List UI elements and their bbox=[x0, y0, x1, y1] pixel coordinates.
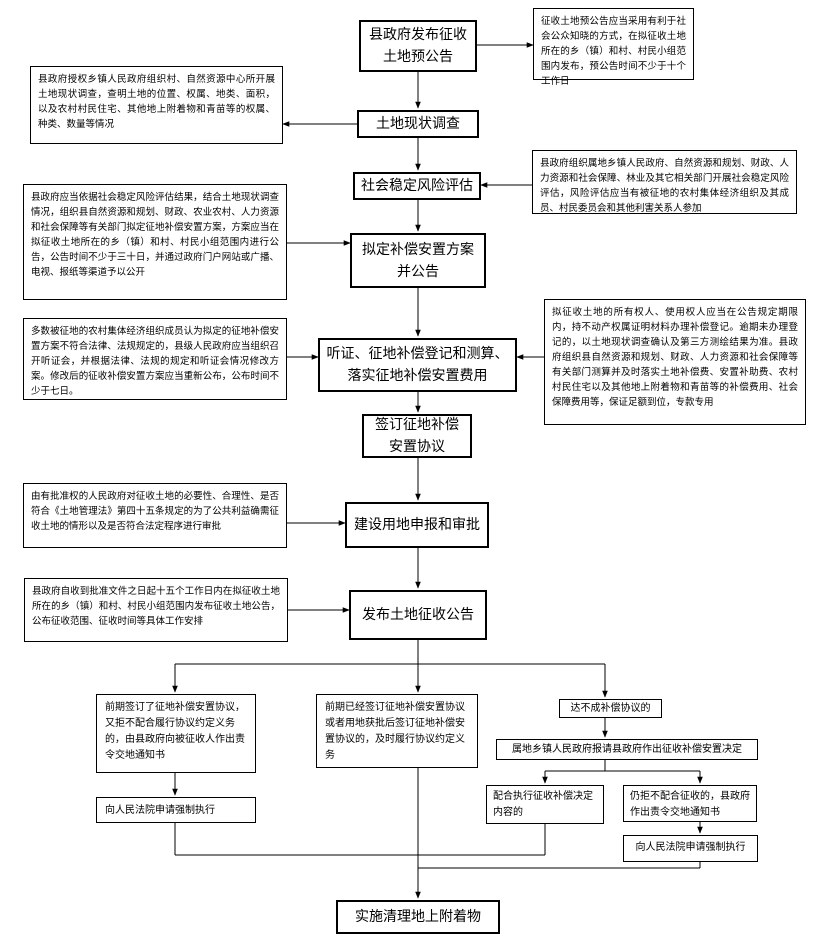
step-risk-assessment: 社会稳定风险评估 bbox=[353, 172, 481, 200]
branch-right-court-text: 向人民法院申请强制执行 bbox=[635, 842, 746, 853]
step-compensation-plan-label: 拟定补偿安置方案 并公告 bbox=[362, 241, 474, 280]
step-clear-attachments-label: 实施清理地上附着物 bbox=[355, 909, 481, 925]
note-pre-announcement: 征收土地预公告应当采用有利于社会公众知晓的方式，在拟征收土地所在的乡（镇）和村、… bbox=[533, 8, 694, 87]
note-compensation-plan-text: 县政府应当依据社会稳定风险评估结果，结合土地现状调查情况，组织县自然资源和规划、… bbox=[31, 192, 279, 278]
branch-decision: 属地乡镇人民政府报请县政府作出征收补偿安置决定 bbox=[496, 739, 758, 760]
branch-refuse-agreement-text: 前期签订了征地补偿安置协议，又拒不配合履行协议约定义务的，由县政府向被征收人作出… bbox=[105, 702, 245, 761]
step-risk-assessment-label: 社会稳定风险评估 bbox=[361, 178, 473, 194]
note-land-application: 由有批准权的人民政府对征收土地的必要性、合理性、是否符合《土地管理法》第四十五条… bbox=[23, 483, 287, 548]
step-land-survey: 土地现状调查 bbox=[357, 110, 479, 138]
branch-decision-text: 属地乡镇人民政府报请县政府作出征收补偿安置决定 bbox=[512, 744, 742, 755]
step-clear-attachments: 实施清理地上附着物 bbox=[336, 900, 500, 934]
branch-no-agreement-text: 达不成补偿协议的 bbox=[570, 703, 651, 714]
step-sign-agreement: 签订征地补偿 安置协议 bbox=[362, 414, 472, 458]
note-expropriation-announcement: 县政府自收到批准文件之日起十五个工作日内在拟征收土地所在的乡（镇）和村、村民小组… bbox=[24, 578, 288, 642]
note-risk-assessment: 县政府组织属地乡镇人民政府、自然资源和规划、财政、人力资源和社会保障、林业及其它… bbox=[532, 150, 797, 214]
note-pre-announcement-text: 征收土地预公告应当采用有利于社会公众知晓的方式，在拟征收土地所在的乡（镇）和村、… bbox=[541, 16, 686, 87]
note-risk-assessment-text: 县政府组织属地乡镇人民政府、自然资源和规划、财政、人力资源和社会保障、林业及其它… bbox=[540, 158, 789, 214]
step-pre-announcement: 县政府发布征收 土地预公告 bbox=[359, 20, 477, 72]
branch-refuse-agreement: 前期签订了征地补偿安置协议，又拒不配合履行协议约定义务的，由县政府向被征收人作出… bbox=[96, 694, 256, 773]
note-hearing: 多数被征地的农村集体经济组织成员认为拟定的征地补偿安置方案不符合法律、法规规定的… bbox=[23, 318, 287, 400]
note-registration-text: 拟征收土地的所有权人、使用权人应当在公告规定期限内，持不动产权属证明材料办理补偿… bbox=[552, 307, 798, 408]
branch-no-agreement: 达不成补偿协议的 bbox=[559, 699, 662, 718]
note-registration: 拟征收土地的所有权人、使用权人应当在公告规定期限内，持不动产权属证明材料办理补偿… bbox=[544, 299, 806, 425]
branch-right-court: 向人民法院申请强制执行 bbox=[623, 835, 758, 862]
branch-comply-decision: 配合执行征收补偿决定内容的 bbox=[486, 785, 604, 824]
branch-left-court-text: 向人民法院申请强制执行 bbox=[105, 805, 215, 816]
step-land-application-label: 建设用地申报和审批 bbox=[354, 517, 480, 533]
step-land-application: 建设用地申报和审批 bbox=[345, 502, 489, 548]
branch-still-refuse-text: 仍拒不配合征收的，县政府作出责令交地通知书 bbox=[630, 791, 750, 818]
branch-still-refuse: 仍拒不配合征收的，县政府作出责令交地通知书 bbox=[623, 785, 757, 822]
note-hearing-text: 多数被征地的农村集体经济组织成员认为拟定的征地补偿安置方案不符合法律、法规规定的… bbox=[31, 326, 279, 397]
step-expropriation-announcement: 发布土地征收公告 bbox=[349, 590, 487, 640]
branch-fulfil-agreement: 前期已经签订征地补偿安置协议或者用地获批后签订征地补偿安置协议的，及时履行协议约… bbox=[316, 694, 478, 768]
note-land-application-text: 由有批准权的人民政府对征收土地的必要性、合理性、是否符合《土地管理法》第四十五条… bbox=[31, 491, 279, 532]
step-hearing-registration-label: 听证、征地补偿登记和测算、 落实征地补偿安置费用 bbox=[326, 346, 509, 384]
step-hearing-registration: 听证、征地补偿登记和测算、 落实征地补偿安置费用 bbox=[318, 338, 517, 392]
step-expropriation-announcement-label: 发布土地征收公告 bbox=[362, 607, 474, 623]
step-compensation-plan: 拟定补偿安置方案 并公告 bbox=[350, 233, 486, 288]
branch-left-court: 向人民法院申请强制执行 bbox=[96, 797, 256, 823]
step-sign-agreement-label: 签订征地补偿 安置协议 bbox=[375, 417, 459, 455]
note-land-survey-text: 县政府授权乡镇人民政府组织村、自然资源中心所开展土地现状调查，查明土地的位置、权… bbox=[38, 74, 275, 130]
step-land-survey-label: 土地现状调查 bbox=[376, 116, 460, 132]
note-compensation-plan: 县政府应当依据社会稳定风险评估结果，结合土地现状调查情况，组织县自然资源和规划、… bbox=[23, 184, 287, 300]
note-expropriation-announcement-text: 县政府自收到批准文件之日起十五个工作日内在拟征收土地所在的乡（镇）和村、村民小组… bbox=[32, 586, 280, 627]
note-land-survey: 县政府授权乡镇人民政府组织村、自然资源中心所开展土地现状调查，查明土地的位置、权… bbox=[30, 66, 283, 144]
branch-fulfil-agreement-text: 前期已经签订征地补偿安置协议或者用地获批后签订征地补偿安置协议的，及时履行协议约… bbox=[325, 702, 465, 761]
step-pre-announcement-label: 县政府发布征收 土地预公告 bbox=[369, 27, 467, 65]
branch-comply-decision-text: 配合执行征收补偿决定内容的 bbox=[493, 791, 593, 818]
